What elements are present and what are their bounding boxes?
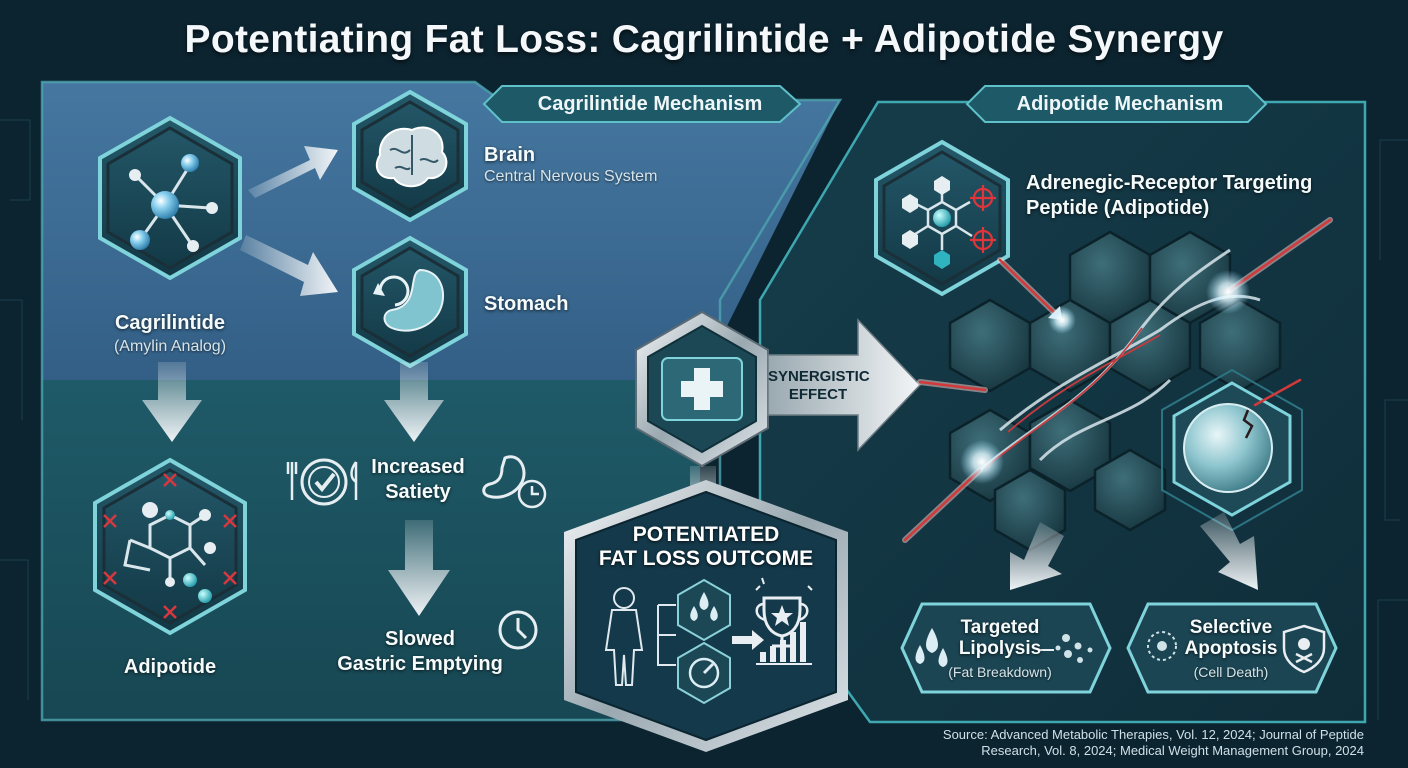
bar-chart-icon: [756, 622, 812, 665]
lipolysis-subtitle: (Fat Breakdown): [948, 664, 1052, 680]
adipotide-molecule-icon: [93, 457, 247, 636]
brain-icon: [352, 89, 468, 223]
tab-adipotide-mechanism: Adipotide Mechanism: [1016, 93, 1224, 115]
droplets-icon: [677, 578, 731, 642]
synergy-arrow: [767, 318, 922, 452]
lipolysis-line1: Targeted: [960, 617, 1040, 638]
cagrilintide-subtitle: (Amylin Analog): [113, 338, 227, 355]
source-line2: Research, Vol. 8, 2024; Medical Weight M…: [981, 743, 1364, 758]
arrow-to-stomach: [240, 235, 338, 296]
lipolysis-box: [900, 602, 1112, 694]
peptide-label-line1: Adrenegic-Receptor Targeting: [1026, 172, 1313, 194]
arrow-to-adipotide: [142, 362, 202, 442]
brain-label: Brain: [484, 144, 536, 166]
brain-subtitle: Central Nervous System: [484, 168, 658, 185]
satiety-line2: Satiety: [385, 481, 451, 503]
gastric-line1: Slowed: [384, 628, 455, 650]
apoptosis-line1: Selective: [1189, 617, 1273, 638]
arrow-to-apoptosis: [1200, 512, 1258, 590]
peptide-molecule-icon: [874, 139, 1010, 297]
gastric-line2: Gastric Emptying: [337, 653, 503, 675]
stomach-label: Stomach: [484, 293, 569, 315]
skull-shield-icon: [1282, 624, 1326, 674]
human-body-icon: [604, 587, 676, 686]
plate-check-icon: [286, 458, 358, 506]
plus-icon: [635, 310, 769, 468]
left-tab-shape: [482, 85, 802, 123]
right-tab-shape: [965, 85, 1268, 123]
clock-icon: [498, 610, 538, 650]
apoptosis-box: [1126, 602, 1338, 694]
background-circuits: [0, 119, 1408, 720]
arrow-to-brain: [248, 146, 338, 198]
apoptosis-line2: Apoptosis: [1184, 638, 1278, 659]
arrow-to-trophy: [732, 630, 764, 650]
laser-beams: [902, 217, 1333, 543]
molecule-icon: [98, 115, 242, 281]
tab-cagrilintide-mechanism: Cagrilintide Mechanism: [537, 93, 763, 115]
synergy-label-line2: EFFECT: [788, 386, 848, 403]
peptide-label-line2: Peptide (Adipotide): [1026, 197, 1210, 219]
page-title: Potentiating Fat Loss: Cagrilintide + Ad…: [184, 18, 1224, 61]
stomach-clock-icon: [482, 455, 547, 509]
arrow-to-lipolysis: [1010, 522, 1064, 590]
apoptosis-subtitle: (Cell Death): [1193, 664, 1269, 680]
gauge-icon: [677, 641, 731, 705]
arrow-to-gastric: [388, 520, 450, 616]
synergy-label-line1: SYNERGISTIC: [768, 368, 870, 385]
outcome-line1: POTENTIATED: [632, 523, 780, 546]
source-line1: Source: Advanced Metabolic Therapies, Vo…: [942, 727, 1364, 742]
lipolysis-line2: Lipolysis: [958, 638, 1042, 659]
satiety-line1: Increased: [371, 456, 465, 478]
cagrilintide-label: Cagrilintide: [114, 312, 225, 334]
outcome-line2: FAT LOSS OUTCOME: [598, 547, 814, 570]
adipotide-label: Adipotide: [123, 656, 217, 678]
arrow-to-satiety: [384, 362, 444, 442]
